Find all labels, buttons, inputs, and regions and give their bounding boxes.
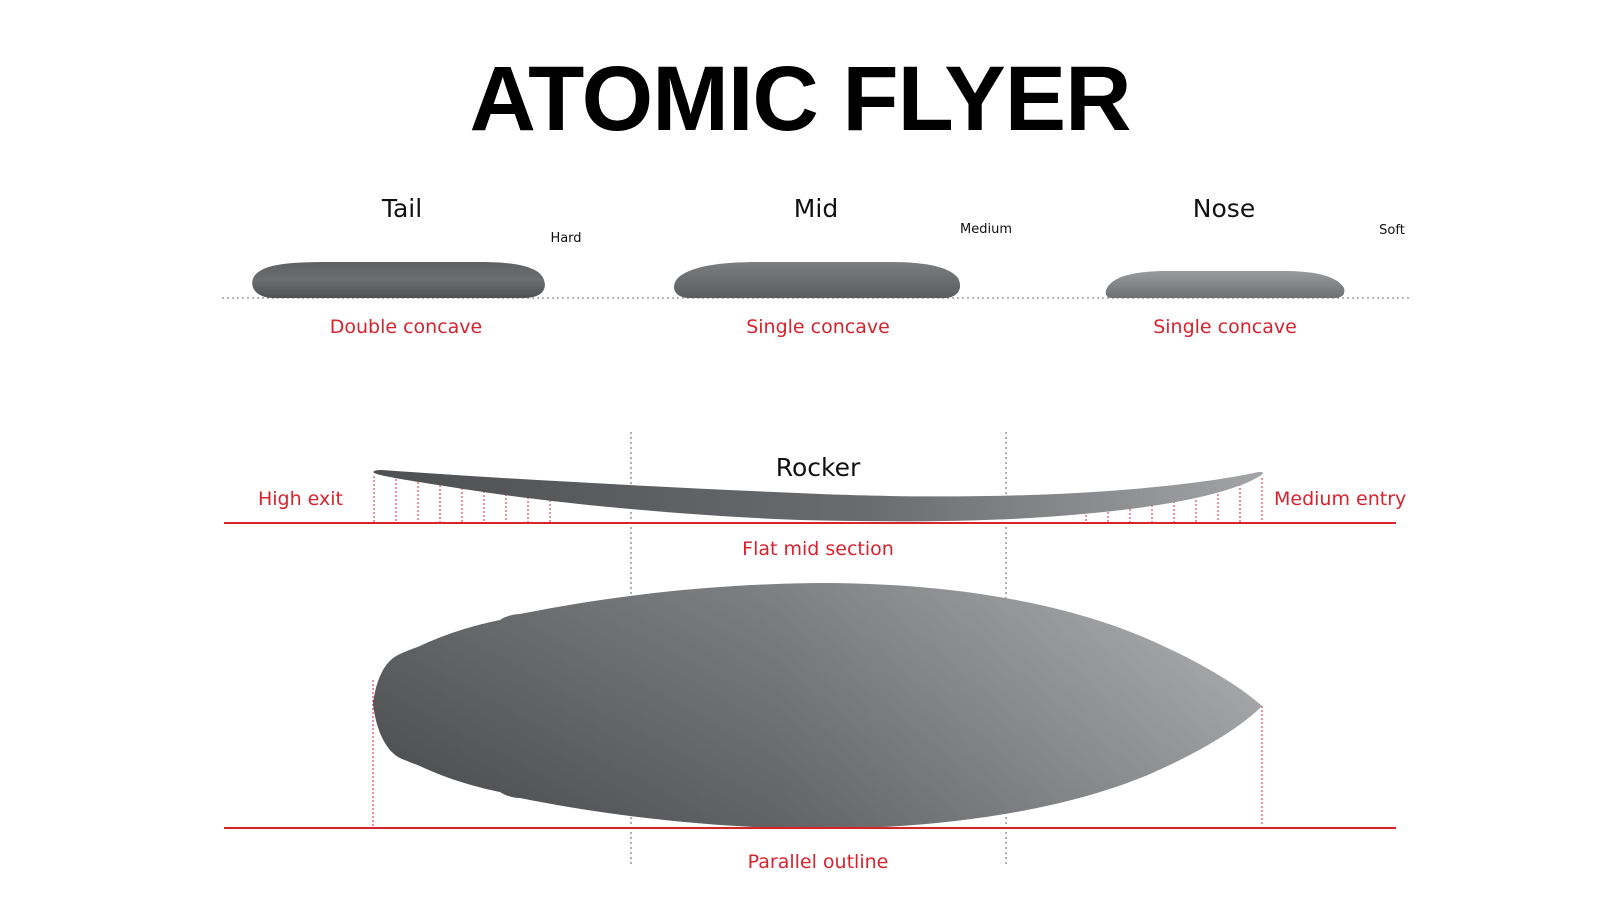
tail-rocker-hatch [373,476,551,522]
rocker-profile: Rocker High exit Mediu [224,453,1406,560]
section-title-mid: Mid [794,194,838,223]
outline-label: Parallel outline [748,851,889,873]
tail-cross-section-shape [252,262,545,298]
concave-label-tail: Double concave [330,316,483,338]
concave-label-mid: Single concave [746,316,890,338]
rocker-center-label: Flat mid section [742,538,894,560]
concave-label-nose: Single concave [1153,316,1297,338]
section-title-nose: Nose [1193,194,1255,223]
rocker-board-shape [373,470,1263,522]
board-outline: Parallel outline [224,583,1396,873]
nose-rocker-hatch [1085,478,1263,522]
rocker-title: Rocker [776,453,861,482]
section-title-tail: Tail [381,194,422,223]
flex-label-nose: Soft [1379,223,1405,238]
rocker-right-label: Medium entry [1274,488,1406,510]
rocker-left-label: High exit [258,488,343,510]
flex-label-mid: Medium [960,222,1012,237]
nose-cross-section-shape [1105,271,1345,298]
flex-label-tail: Hard [550,231,581,246]
mid-cross-section-shape [674,262,961,298]
cross-sections: Tail Hard Double concave Mid Medium Sing… [222,194,1412,338]
diagram-title: ATOMIC FLYER [469,48,1130,150]
outline-board-shading [373,583,1262,829]
